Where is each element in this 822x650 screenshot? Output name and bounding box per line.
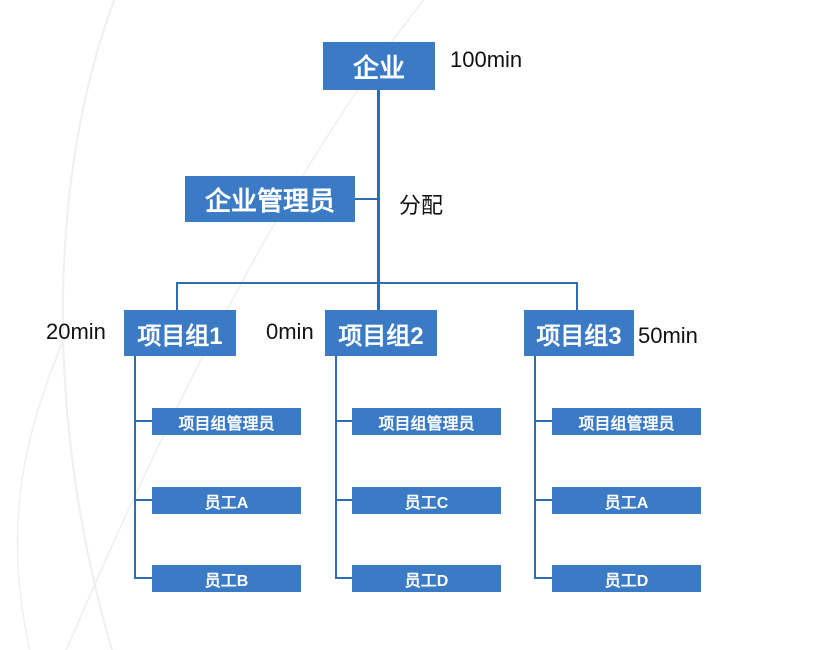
connector-group1-child1-stub — [134, 420, 152, 422]
connector-group3-child1-stub — [534, 420, 552, 422]
node-project-group-3: 项目组3 — [524, 310, 634, 356]
node-group1-employee-b: 员工B — [152, 565, 301, 592]
node-group3-admin: 项目组管理员 — [552, 408, 701, 435]
connector-group3-hang-vertical — [534, 356, 536, 579]
connector-groups-horizontal — [176, 282, 578, 284]
annotation-enterprise-minutes: 100min — [450, 47, 523, 72]
node-group2-admin: 项目组管理员 — [352, 408, 501, 435]
connector-group1-drop — [176, 282, 178, 310]
connector-group3-child2-stub — [534, 499, 552, 501]
node-group1-admin: 项目组管理员 — [152, 408, 301, 435]
connector-group3-drop — [576, 282, 578, 310]
connector-group3-child3-stub — [534, 577, 552, 579]
node-group3-employee-a: 员工A — [552, 487, 701, 514]
node-project-group-2: 项目组2 — [325, 310, 437, 356]
connector-group1-hang-vertical — [134, 356, 136, 579]
node-enterprise-admin: 企业管理员 — [185, 176, 355, 222]
node-enterprise: 企业 — [323, 42, 435, 90]
node-group2-employee-d: 员工D — [352, 565, 501, 592]
connector-admin-stub — [355, 198, 378, 200]
annotation-group1-minutes: 20min — [46, 319, 106, 344]
connector-group1-child2-stub — [134, 499, 152, 501]
node-group2-employee-c: 员工C — [352, 487, 501, 514]
annotation-group2-minutes: 0min — [266, 319, 314, 344]
node-project-group-1: 项目组1 — [124, 310, 236, 356]
connector-group2-child1-stub — [335, 420, 352, 422]
node-group1-employee-a: 员工A — [152, 487, 301, 514]
connector-group1-child3-stub — [134, 577, 152, 579]
connector-group2-hang-vertical — [335, 356, 337, 579]
connector-group2-child3-stub — [335, 577, 352, 579]
annotation-allocate-label: 分配 — [399, 193, 444, 218]
connector-group2-child2-stub — [335, 499, 352, 501]
connector-trunk-vertical — [377, 90, 380, 310]
annotation-group3-minutes: 50min — [638, 323, 698, 348]
node-group3-employee-d: 员工D — [552, 565, 701, 592]
